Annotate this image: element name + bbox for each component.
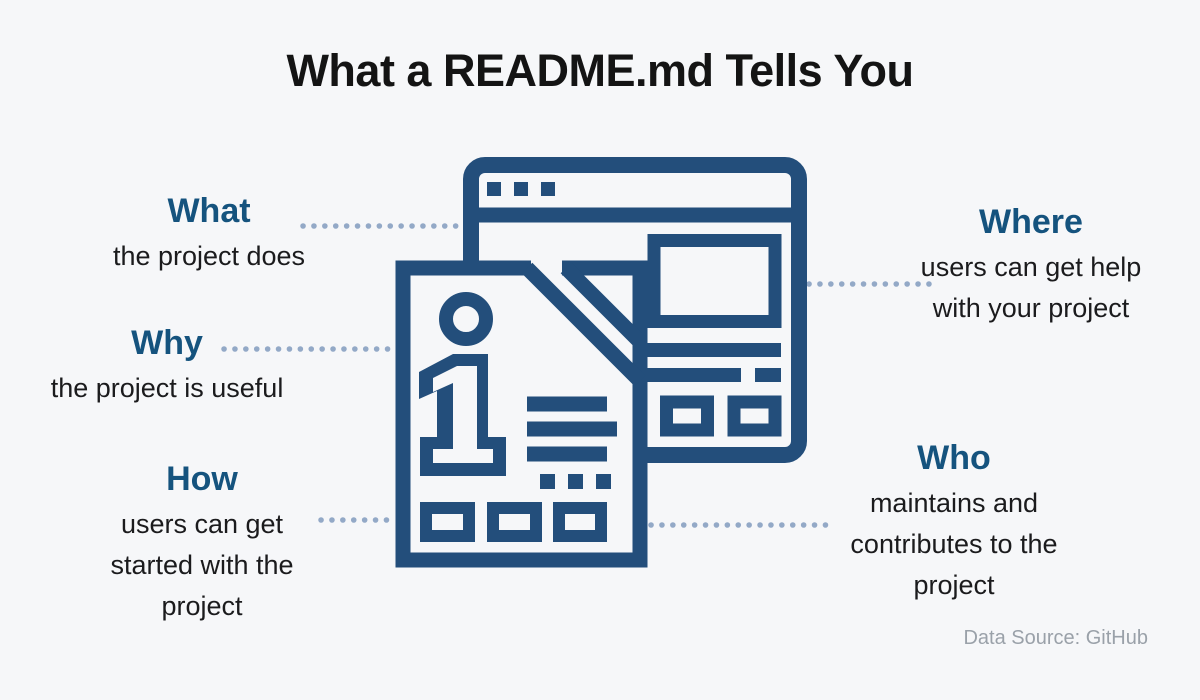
- readme-document-icon: [395, 259, 648, 568]
- label-why: Why the project is useful: [17, 323, 317, 409]
- label-where-line-2: with your project: [932, 293, 1130, 323]
- label-what-heading: What: [167, 192, 251, 230]
- browser-dot-3: [541, 182, 555, 196]
- label-how-line-3: project: [161, 591, 243, 621]
- info-dot: [439, 292, 493, 346]
- label-why-line: the project is useful: [50, 373, 284, 403]
- page-fold-diagonal-inner: [560, 262, 646, 348]
- page-box-1: [420, 502, 475, 542]
- label-what-line: the project does: [112, 241, 306, 271]
- page-fold-diagonal-outer: [521, 262, 646, 387]
- label-who: Who maintains and contributes to the pro…: [804, 438, 1104, 606]
- label-who-line-1: maintains and: [869, 488, 1039, 518]
- label-how-line-1: users can get: [120, 509, 284, 539]
- page-dot-3: [596, 474, 611, 489]
- label-where-line-1: users can get help: [920, 252, 1142, 282]
- label-how: How users can get started with the proje…: [52, 459, 352, 627]
- page-title: What a README.md Tells You: [286, 45, 914, 96]
- page-box-3: [553, 502, 607, 542]
- label-why-heading: Why: [131, 324, 203, 362]
- browser-dot-1: [487, 182, 501, 196]
- page-box-2: [487, 502, 542, 542]
- label-how-heading: How: [166, 460, 238, 498]
- info-symbol-icon: [419, 292, 506, 476]
- numeral-one: [419, 354, 506, 476]
- label-how-line-2: started with the: [110, 550, 294, 580]
- page-dot-2: [568, 474, 583, 489]
- page-dot-1: [540, 474, 555, 489]
- browser-image-placeholder: [647, 234, 782, 328]
- label-what: What the project does: [59, 191, 359, 277]
- label-who-line-3: project: [913, 570, 995, 600]
- label-where: Where users can get help with your proje…: [881, 202, 1181, 329]
- label-where-heading: Where: [979, 203, 1083, 241]
- browser-button-1: [660, 395, 714, 437]
- data-source-note: Data Source: GitHub: [963, 627, 1148, 649]
- dotted-connectors: [221, 223, 932, 528]
- label-who-line-2: contributes to the: [850, 529, 1058, 559]
- browser-dot-2: [514, 182, 528, 196]
- browser-button-2: [727, 395, 782, 437]
- label-who-heading: Who: [917, 439, 991, 477]
